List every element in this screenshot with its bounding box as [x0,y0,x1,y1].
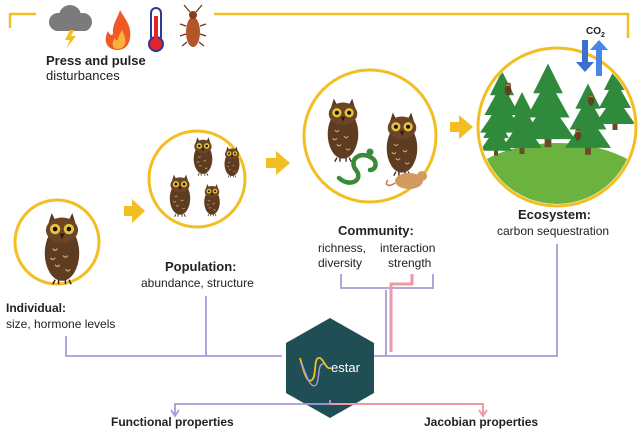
snake-icon [336,148,378,185]
richness-label: richness, [318,241,367,255]
estar-logo-icon [286,318,374,418]
co2-label: CO2 [586,26,605,39]
population-desc: abundance, structure [141,276,254,290]
thermometer-icon [148,7,164,52]
ecosystem-title: Ecosystem: [518,207,591,222]
jacobian-properties-label: Jacobian properties [424,415,539,429]
interaction-strength-connector [389,274,414,352]
ecosystem-desc: carbon sequestration [497,224,610,238]
estar-label: estar [331,360,361,375]
forest-scene [480,63,634,204]
progression-arrow [450,115,473,139]
functional-connector [174,400,331,414]
community-title: Community: [338,223,414,238]
individual-connector [65,336,282,357]
ecosystem-connector [374,244,558,357]
progression-arrow [124,199,145,223]
progression-arrow [266,151,290,175]
co2-exchange-arrows-icon [576,40,608,76]
fire-icon [105,10,131,50]
interaction-label: interaction [380,241,436,255]
rodent-icon [385,171,427,189]
disturbance-title: Press and pulse [46,53,146,68]
population-title: Population: [165,259,237,274]
functional-properties-label: Functional properties [111,415,234,429]
storm-cloud-icon [49,5,92,49]
individual-desc: size, hormone levels [6,317,116,331]
diversity-label: diversity [318,256,363,270]
disturbance-subtitle: disturbances [46,68,120,83]
strength-label: strength [388,256,432,270]
individual-title: Individual: [6,301,66,315]
insect-icon [179,4,207,47]
jacobian-connector [330,403,484,414]
community-bracket [340,274,434,289]
